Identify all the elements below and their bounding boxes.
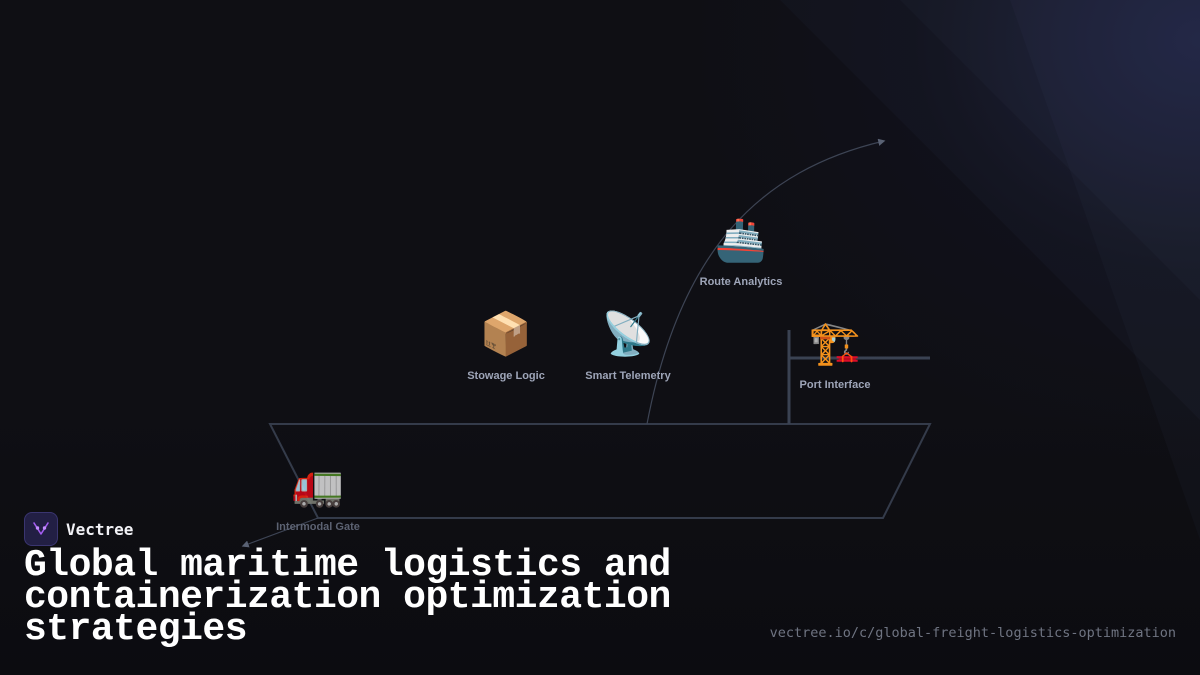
- crane-icon: 🏗️: [808, 318, 862, 367]
- ship-icon: 🚢: [714, 215, 768, 264]
- node-label: Route Analytics: [699, 276, 783, 288]
- node-smart-telemetry: 📡 Smart Telemetry: [558, 308, 698, 382]
- intermodal-link: [241, 517, 319, 548]
- node-label: Intermodal Gate: [276, 521, 360, 533]
- brand[interactable]: Vectree: [24, 512, 133, 546]
- ship-hull-outline: [268, 423, 932, 519]
- brand-name: Vectree: [66, 519, 134, 539]
- page-url[interactable]: vectree.io/c/global-freight-logistics-op…: [769, 625, 1176, 641]
- page-title: Global maritime logistics and containeri…: [24, 544, 671, 651]
- node-label: Port Interface: [799, 379, 871, 391]
- node-label: Stowage Logic: [467, 370, 545, 382]
- node-stowage-logic: 📦 Stowage Logic: [436, 308, 576, 382]
- route-arc: [646, 138, 886, 425]
- satellite-antenna-icon: 📡: [601, 309, 655, 358]
- node-intermodal-gate: 🚛 Intermodal Gate: [248, 459, 388, 533]
- node-route-analytics: 🚢 Route Analytics: [671, 214, 811, 288]
- vectree-logo-icon: [24, 512, 58, 546]
- node-port-interface: 🏗️ Port Interface: [765, 317, 905, 391]
- package-icon: 📦: [479, 309, 533, 358]
- node-label: Smart Telemetry: [585, 370, 671, 382]
- truck-icon: 🚛: [291, 460, 345, 509]
